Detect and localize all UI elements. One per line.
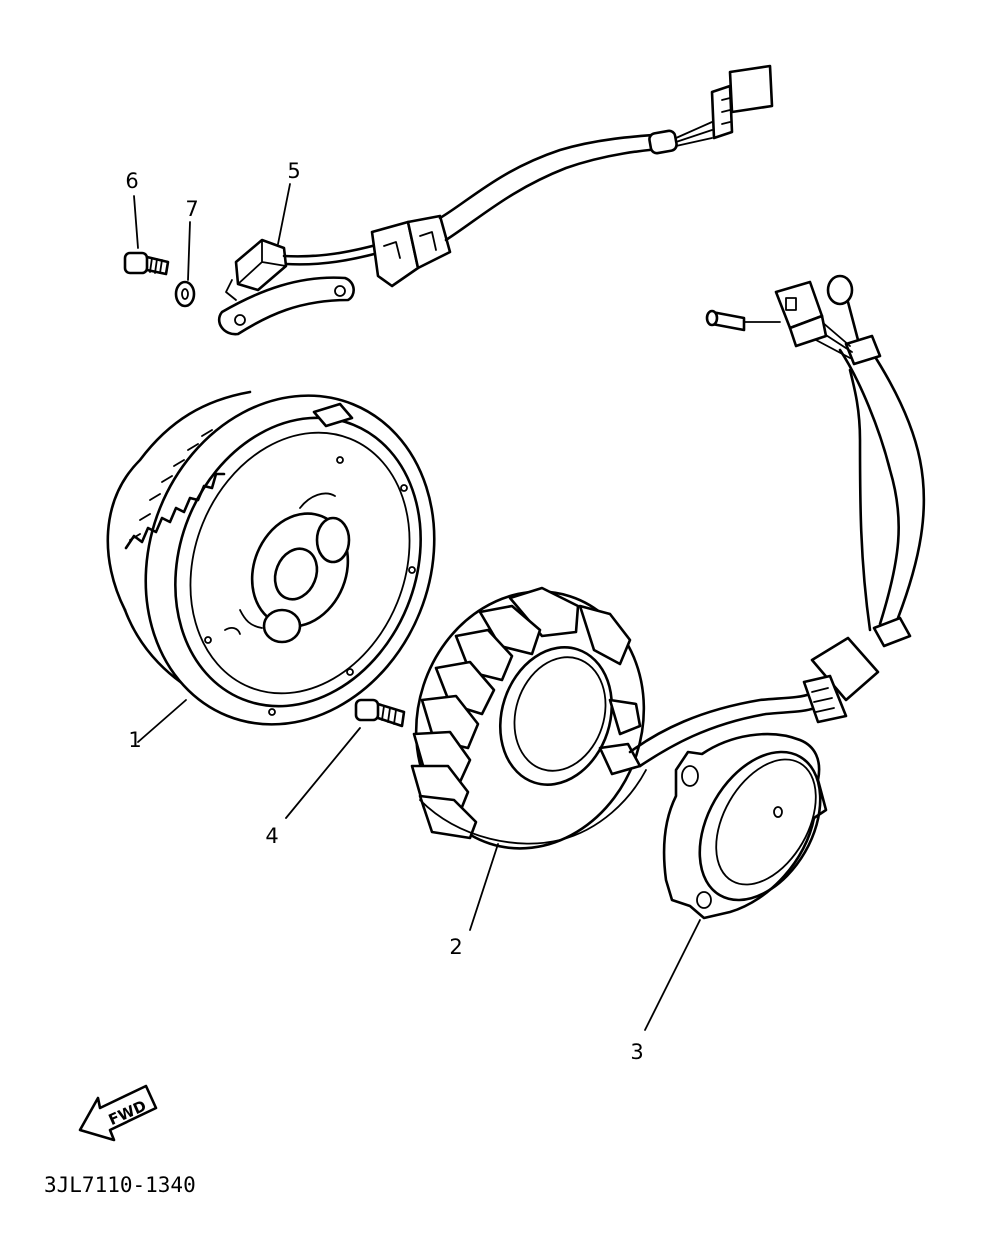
part-code: 3JL7110-1340 [44, 1173, 196, 1197]
stator-harness [705, 274, 926, 724]
callout-2: 2 [449, 935, 462, 959]
forward-arrow-icon: FWD [78, 1084, 158, 1142]
callout-4: 4 [265, 824, 278, 848]
callout-3: 3 [630, 1040, 643, 1064]
bolt-part [123, 251, 170, 276]
callout-7: 7 [185, 197, 198, 221]
washer-part [174, 280, 196, 308]
screw-part [354, 698, 406, 728]
pickup-bracket [217, 276, 355, 336]
callout-1: 1 [128, 728, 141, 752]
cover-plate-part [662, 732, 828, 920]
rotor-part [106, 390, 436, 726]
stator-part [410, 586, 816, 850]
callout-5: 5 [287, 159, 300, 183]
pickup-coil-assembly [123, 64, 774, 336]
callout-6: 6 [125, 169, 138, 193]
leader-lines [133, 183, 701, 1031]
